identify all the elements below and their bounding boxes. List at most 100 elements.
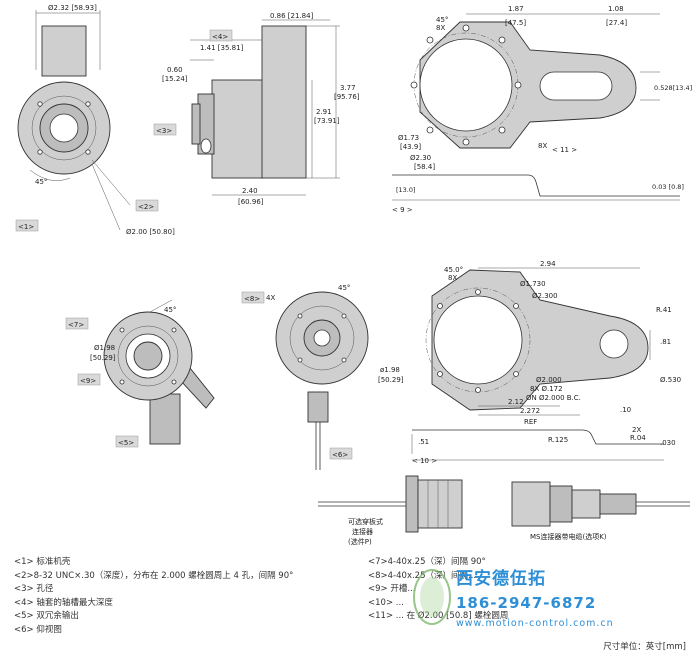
panel-connector-body	[417, 479, 463, 529]
v8-angle: 45°	[338, 284, 350, 292]
view-11-flange: 1.87 [47.5] 1.08 [27.4] 45° 8X 0.528[13.…	[398, 5, 692, 171]
v4-dim-086: 0.86 [21.84]	[270, 12, 314, 20]
ms-connector-label: MS连接器带电缆(选项K)	[530, 532, 607, 541]
v10-bore	[433, 295, 523, 385]
v10-r125: R.125	[548, 436, 568, 444]
v4-dim-291: 2.91	[316, 108, 332, 116]
v10-profile-line	[412, 429, 664, 445]
v9-dim-003: 0.03 [0.8]	[652, 183, 684, 191]
panel-connector: 可选穿板式 连接器 (选件P)	[318, 475, 463, 546]
tag-4-label: <4>	[212, 33, 228, 41]
v4-dim-377: 3.77	[340, 84, 356, 92]
v11-angle: 45°	[436, 16, 448, 24]
v4-dim-377b: [95.76]	[334, 93, 360, 101]
note-6: <6> 仰视图	[14, 624, 62, 635]
v10-dim-81: .81	[660, 338, 671, 346]
v11-dim-230b: [58.4]	[414, 163, 435, 171]
note-4: <4> 轴套的轴槽最大深度	[14, 597, 113, 608]
v11-dim-173: Ø1.73	[398, 134, 419, 142]
v10-ref: REF	[524, 418, 537, 426]
v4-connector-body	[261, 25, 307, 179]
v10-dim-51: .51	[418, 438, 429, 446]
watermark-phone: 186-2947-6872	[456, 594, 597, 612]
view-4-side: 0.86 [21.84] 1.41 [35.81] 0.60 [15.24] 3…	[153, 12, 360, 206]
watermark-company: 西安德伍拓	[456, 569, 546, 589]
tag-6	[329, 447, 353, 460]
v10-dim-10: .10	[620, 406, 631, 414]
tag-7-label: <7>	[68, 321, 84, 329]
note-11: <11> ... 在 Ø2.00 [50.8] 螺栓圆周	[368, 611, 509, 621]
v10-dim-212: 2.12	[508, 398, 524, 406]
v9-dim-13: [13.0]	[396, 186, 416, 194]
v10-count: 8X	[448, 274, 457, 282]
v10-r04: R.04	[630, 434, 646, 442]
technical-drawing: Ø2.32 [58.93] 45° <2> Ø2.00 [50.80] <1> …	[15, 4, 692, 546]
v7-dia: Ø1.98	[94, 344, 115, 352]
note-9: <9> 开槽...	[368, 584, 416, 594]
v10-dim-530: Ø.530	[660, 376, 681, 384]
v1-boltcircle-label: Ø2.00 [50.80]	[126, 228, 175, 236]
tag-6-label: <6>	[332, 451, 348, 459]
v1-connector-housing	[41, 25, 87, 77]
v10-dim-2300: Ø2.300	[532, 292, 558, 300]
note-3: <3> 孔径	[14, 584, 54, 594]
v4-dim-240b: [60.96]	[238, 198, 264, 206]
view-7-encoder: 45° Ø1.98 [50.29] <7> <9> <5>	[65, 299, 215, 448]
tag-8	[241, 291, 265, 304]
v1-angle-label: 45°	[35, 178, 47, 186]
tag-3-label: <3>	[156, 127, 172, 135]
v4-dim-060: 0.60	[167, 66, 183, 74]
ms-connector-body	[511, 481, 551, 527]
note-1: <1> 标准机壳	[14, 557, 71, 567]
watermark-url: www.motion-control.com.cn	[456, 618, 614, 629]
note-2: <2>8-32 UNC×.30（深度），分布在 2.000 螺栓圆周上 4 孔，…	[14, 570, 294, 581]
v7-connector-bottom	[149, 393, 181, 445]
tag-7	[65, 317, 89, 330]
tag-8-label: <8>	[244, 295, 260, 303]
v11-dim-230: Ø2.30	[410, 154, 431, 162]
v10-angle: 45.0°	[444, 266, 463, 274]
view-1-front: Ø2.32 [58.93] 45° <2> Ø2.00 [50.80] <1>	[15, 4, 175, 236]
v7-angle: 45°	[164, 306, 176, 314]
v1-bore	[49, 113, 79, 143]
tag-1-label: <1>	[18, 223, 34, 231]
v10-onbc: ON Ø2.000 B.C.	[526, 394, 581, 402]
v9-profile-line	[392, 174, 680, 197]
v4-dim-240: 2.40	[242, 187, 258, 195]
v11-center-bore	[419, 38, 513, 132]
v10-dim-1730: Ø1.730	[520, 280, 546, 288]
v10-r41: R.41	[656, 306, 672, 314]
panel-connector-label-3: (选件P)	[348, 537, 372, 546]
note-10: <10> ...	[368, 597, 404, 608]
v11-dim-187: 1.87	[508, 5, 524, 13]
panel-connector-label-2: 连接器	[352, 527, 373, 536]
tag-5-label: <5>	[118, 439, 134, 447]
v8-dia: ø1.98	[380, 366, 400, 374]
note-5: <5> 双冗余输出	[14, 611, 79, 621]
v10-dim-172: 8X Ø.172	[530, 385, 563, 393]
note-7: <7>4-40x.25（深）间隔 90°	[368, 557, 486, 567]
tag-11-label: < 11 >	[552, 146, 577, 154]
v11-count: 8X	[436, 24, 445, 32]
v8-count: 4X	[266, 294, 275, 302]
v10-dim-294: 2.94	[540, 260, 556, 268]
v8-diab: [50.29]	[378, 376, 404, 384]
panel-connector-label-1: 可选穿板式	[348, 517, 383, 526]
v11-slot	[539, 71, 613, 101]
tag-9	[77, 373, 101, 386]
v4-housing	[211, 79, 265, 179]
units-label: 尺寸单位：英寸[mm]	[603, 642, 686, 652]
tag-3	[153, 123, 177, 136]
view-9-profile: [13.0] 0.03 [0.8] < 9 >	[392, 174, 684, 214]
view-8-bottom: 4X 45° ø1.98 [50.29] <8> <6>	[241, 284, 404, 470]
v4-dim-060b: [15.24]	[162, 75, 188, 83]
tag-5	[115, 435, 139, 448]
v10-dim-030: .030	[660, 439, 676, 447]
notes-left: <1> 标准机壳 <2>8-32 UNC×.30（深度），分布在 2.000 螺…	[14, 556, 293, 637]
tag-10-label: < 10 >	[412, 457, 437, 465]
v10-eye-hole	[599, 329, 629, 359]
v11-dim-108b: [27.4]	[606, 19, 627, 27]
watermark: 西安德伍拓 186-2947-6872 www.motion-control.c…	[412, 564, 622, 636]
v10-dim-2272: 2.272	[520, 407, 540, 415]
